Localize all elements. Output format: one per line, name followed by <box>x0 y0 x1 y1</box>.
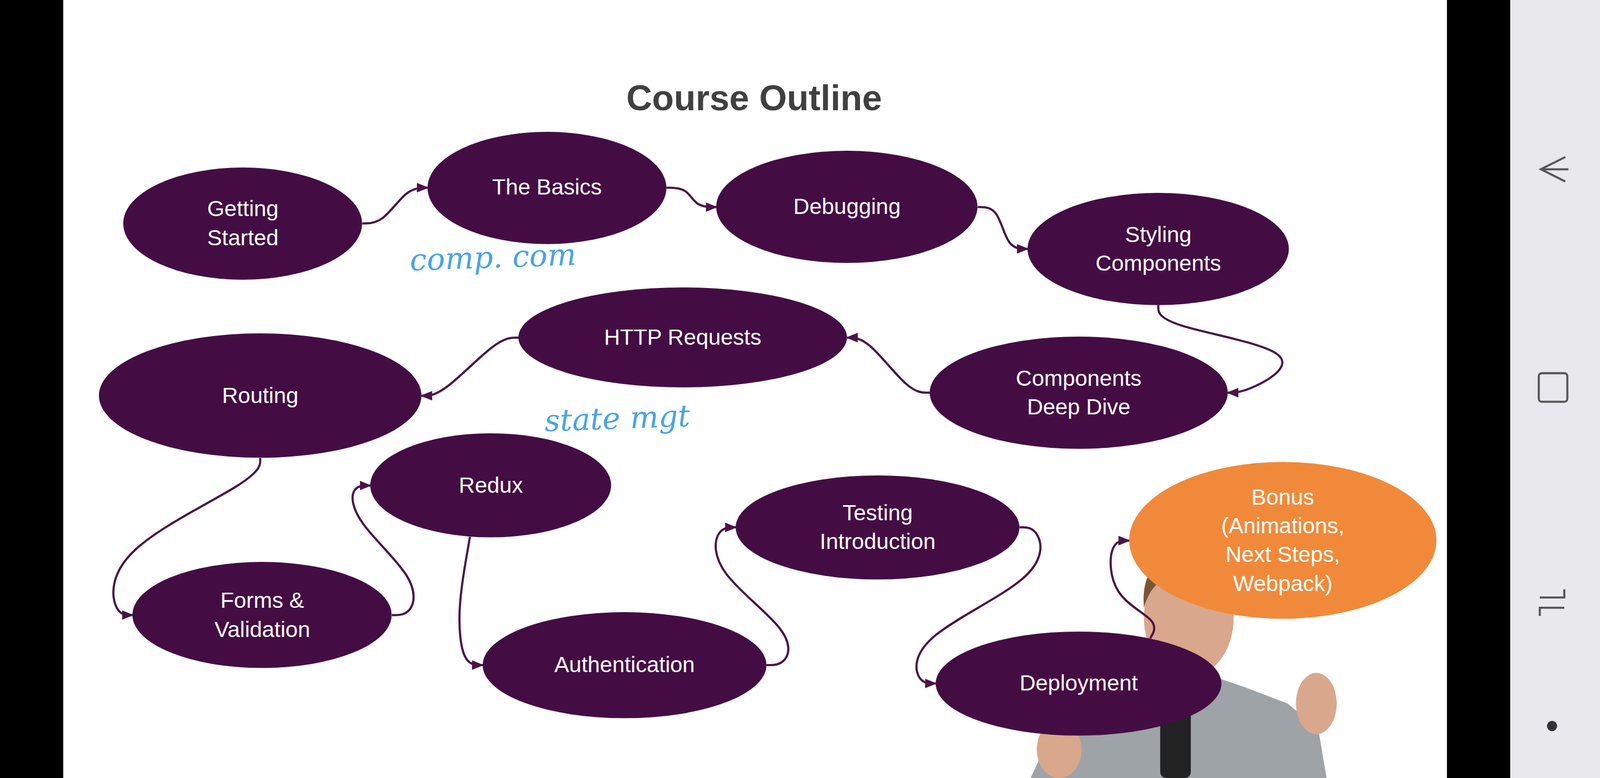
flow-arrow <box>977 207 1029 249</box>
node-text-box: Redux <box>458 471 524 500</box>
presenter-hand <box>1295 673 1337 735</box>
topic-name: Debugging <box>792 192 902 222</box>
flow-arrow <box>847 337 930 393</box>
topic-name: HTTP Requests <box>603 323 763 352</box>
topic-ellipse: Testing Introduction <box>735 475 1020 580</box>
flow-arrow <box>459 536 483 665</box>
ellipse-fill <box>716 150 978 264</box>
topic-ellipse: Bonus (Animations, Next Steps, Webpack) <box>1129 462 1437 619</box>
node-text-box: Styling Components <box>1081 220 1236 278</box>
node-text-box: Getting Started <box>185 194 300 253</box>
topic-name: Routing <box>221 381 299 411</box>
topic-name: Components Deep Dive <box>1001 364 1157 423</box>
node-text-box: Deployment <box>1018 669 1139 698</box>
node-text-box: The Basics <box>491 173 603 203</box>
node-text-box: Forms & Validation <box>184 586 340 645</box>
back-icon <box>1541 157 1569 182</box>
ellipse-shape <box>929 336 1228 450</box>
ellipse-fill <box>427 131 667 245</box>
node-text-box: Debugging <box>792 192 902 222</box>
topic-name: Testing Introduction <box>800 498 956 557</box>
handwritten-note: comp. com <box>409 236 577 278</box>
ellipse-fill <box>1129 462 1437 619</box>
topic-ellipse: Routing <box>98 333 422 458</box>
node-text-box: Authentication <box>553 650 696 680</box>
ellipse-fill <box>518 287 848 388</box>
ellipse-fill <box>935 631 1222 737</box>
topic-ellipse: Redux <box>370 433 612 538</box>
node-text-box: Testing Introduction <box>800 498 956 557</box>
topic-name: Authentication <box>553 650 696 680</box>
nav-dot <box>1547 721 1558 732</box>
ellipse-shape <box>123 167 363 280</box>
ellipse-fill <box>132 562 392 669</box>
topic-name: Deployment <box>1018 669 1139 698</box>
ellipse-fill <box>929 336 1228 450</box>
flow-arrow <box>666 187 717 208</box>
node-text-box: Bonus (Animations, Next Steps, Webpack) <box>1205 483 1360 599</box>
node-text-box: HTTP Requests <box>603 323 763 352</box>
ellipse-fill <box>98 333 422 458</box>
topic-ellipse: Getting Started <box>123 167 363 280</box>
topic-ellipse: Components Deep Dive <box>929 336 1228 450</box>
topic-ellipse: Debugging <box>716 150 978 264</box>
topic-ellipse: HTTP Requests <box>518 287 848 388</box>
ellipse-fill <box>482 612 767 719</box>
topic-name: Bonus (Animations, Next Steps, Webpack) <box>1205 483 1360 599</box>
recent-icon <box>1540 589 1565 617</box>
topic-name: The Basics <box>491 173 603 203</box>
topic-name: Styling Components <box>1081 220 1236 278</box>
node-text-box: Components Deep Dive <box>1001 364 1157 423</box>
diagram-title: Course Outline <box>626 77 883 119</box>
ellipse-shape <box>1027 192 1289 306</box>
topic-ellipse: Styling Components <box>1027 192 1289 306</box>
ellipse-fill <box>123 167 363 280</box>
ellipse-shape <box>132 562 392 669</box>
topic-ellipse: Authentication <box>482 612 767 719</box>
handwritten-note: state mgt <box>543 398 691 439</box>
slide <box>63 0 1448 778</box>
ellipse-fill <box>370 433 612 538</box>
flow-arrow <box>421 337 519 397</box>
node-text-box: Routing <box>221 381 299 411</box>
ellipse-shape <box>735 475 1020 580</box>
flow-arrow <box>362 187 428 224</box>
topic-ellipse: Deployment <box>935 631 1222 737</box>
topic-name: Getting Started <box>185 194 300 253</box>
topic-ellipse: Forms & Validation <box>132 562 392 669</box>
topic-name: Redux <box>458 471 524 500</box>
ellipse-fill <box>735 475 1020 580</box>
home-icon <box>1538 373 1568 403</box>
topic-name: Forms & Validation <box>184 586 340 645</box>
ellipse-fill <box>1027 192 1289 306</box>
nav-bar <box>1510 0 1600 778</box>
topic-ellipse: The Basics <box>427 131 667 245</box>
